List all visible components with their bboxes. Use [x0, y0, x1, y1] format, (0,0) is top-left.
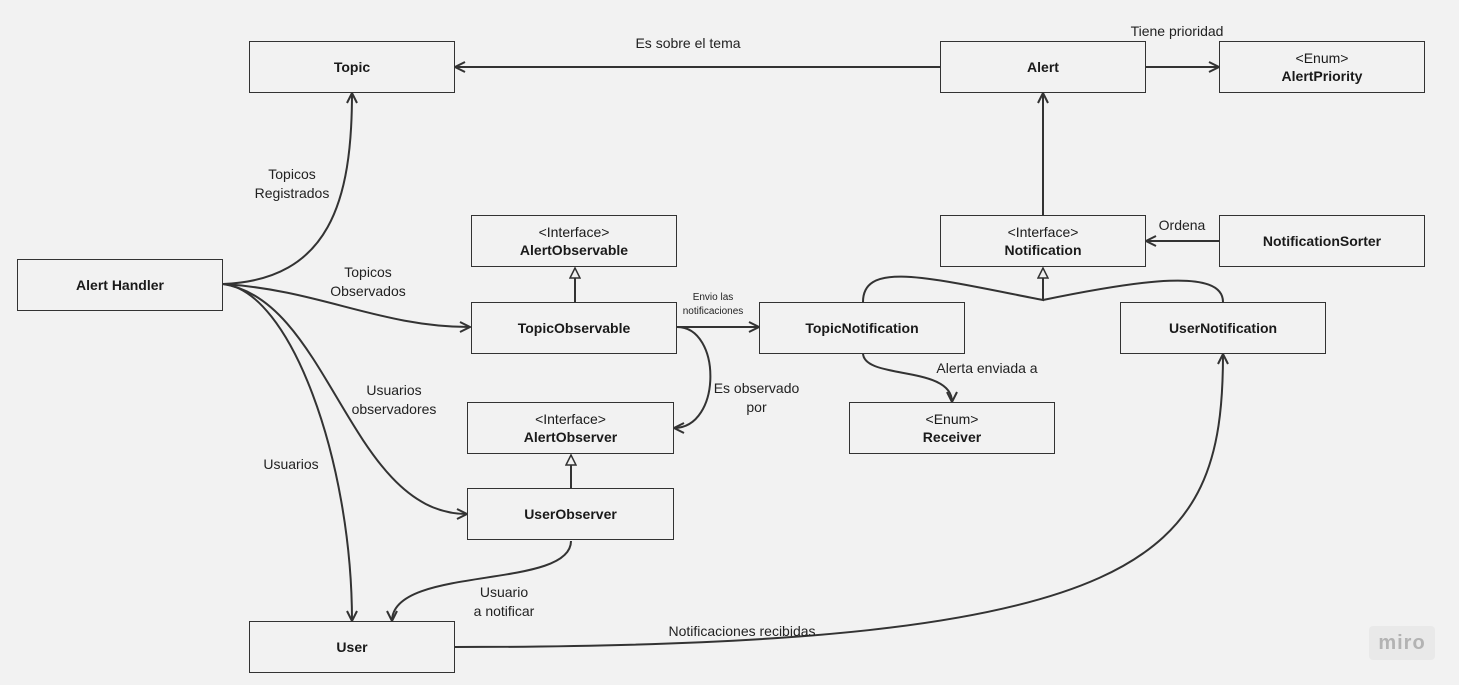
- class-user[interactable]: User: [249, 621, 455, 673]
- class-alert-observable-name: AlertObservable: [519, 242, 629, 258]
- class-alert-observer[interactable]: <Interface> AlertObserver: [467, 402, 674, 454]
- class-notification-sorter-name: NotificationSorter: [1262, 233, 1382, 249]
- class-topic[interactable]: Topic: [249, 41, 455, 93]
- edge-handler-topicobservable: [222, 283, 470, 327]
- edge-handler-topic: [222, 93, 352, 285]
- class-topic-notification-name: TopicNotification: [805, 320, 919, 336]
- class-user-observer-name: UserObserver: [524, 506, 617, 522]
- miro-logo: miro: [1369, 626, 1435, 660]
- class-notification-stereotype: <Interface>: [1007, 224, 1079, 240]
- class-alert-observer-name: AlertObserver: [523, 429, 618, 445]
- label-envio-notificaciones: Envio las notificaciones: [682, 292, 744, 317]
- label-alerta-enviada-a: Alerta enviada a: [936, 360, 1038, 376]
- label-es-observado-por: Es observado por: [713, 380, 800, 415]
- edge-handler-userobserver: [222, 283, 467, 514]
- class-alert-observable[interactable]: <Interface> AlertObservable: [471, 215, 677, 267]
- edge-user-usernotification: [454, 354, 1223, 648]
- class-topic-observable-name: TopicObservable: [517, 320, 631, 336]
- class-alert-handler[interactable]: Alert Handler: [17, 259, 223, 311]
- class-user-observer[interactable]: UserObserver: [467, 488, 674, 540]
- class-receiver-name: Receiver: [922, 429, 982, 445]
- class-topic-observable[interactable]: TopicObservable: [471, 302, 677, 354]
- class-topic-name: Topic: [333, 59, 371, 75]
- edge-topicobservable-alertobserver: [674, 326, 712, 428]
- edge-userobserver-user: [392, 540, 572, 621]
- label-topicos-registrados: Topicos Registrados: [254, 166, 330, 201]
- class-user-name: User: [336, 639, 368, 655]
- class-notification[interactable]: <Interface> Notification: [940, 215, 1146, 267]
- label-topicos-observados: Topicos Observados: [330, 264, 406, 299]
- edge-topicnotification-receiver: [862, 352, 952, 402]
- label-usuarios-observadores: Usuarios observadores: [351, 382, 437, 417]
- class-alert[interactable]: Alert: [940, 41, 1146, 93]
- class-alert-observer-stereotype: <Interface>: [535, 411, 606, 427]
- class-notification-sorter[interactable]: NotificationSorter: [1219, 215, 1425, 267]
- class-alert-priority-name: AlertPriority: [1281, 68, 1363, 84]
- class-receiver-stereotype: <Enum>: [925, 411, 979, 427]
- label-usuario-a-notificar: Usuario a notificar: [473, 584, 535, 619]
- class-user-notification-name: UserNotification: [1168, 320, 1278, 336]
- label-ordena: Ordena: [1158, 217, 1206, 233]
- class-topic-notification[interactable]: TopicNotification: [759, 302, 965, 354]
- class-alert-priority[interactable]: <Enum> AlertPriority: [1219, 41, 1425, 93]
- edge-usernotification-notification: [1042, 279, 1224, 303]
- class-alert-handler-name: Alert Handler: [76, 277, 164, 293]
- class-notification-name: Notification: [1004, 242, 1082, 258]
- class-alert-name: Alert: [1027, 59, 1059, 75]
- edge-handler-user: [222, 283, 352, 621]
- class-alert-priority-stereotype: <Enum>: [1295, 50, 1349, 66]
- class-receiver[interactable]: <Enum> Receiver: [849, 402, 1055, 454]
- edge-topicnotification-notification: [862, 268, 1043, 303]
- label-es-sobre-el-tema: Es sobre el tema: [635, 35, 741, 51]
- label-notificaciones-recibidas: Notificaciones recibidas: [668, 623, 816, 639]
- class-alert-observable-stereotype: <Interface>: [538, 224, 610, 240]
- label-usuarios: Usuarios: [263, 456, 319, 472]
- class-user-notification[interactable]: UserNotification: [1120, 302, 1326, 354]
- label-tiene-prioridad: Tiene prioridad: [1130, 23, 1224, 39]
